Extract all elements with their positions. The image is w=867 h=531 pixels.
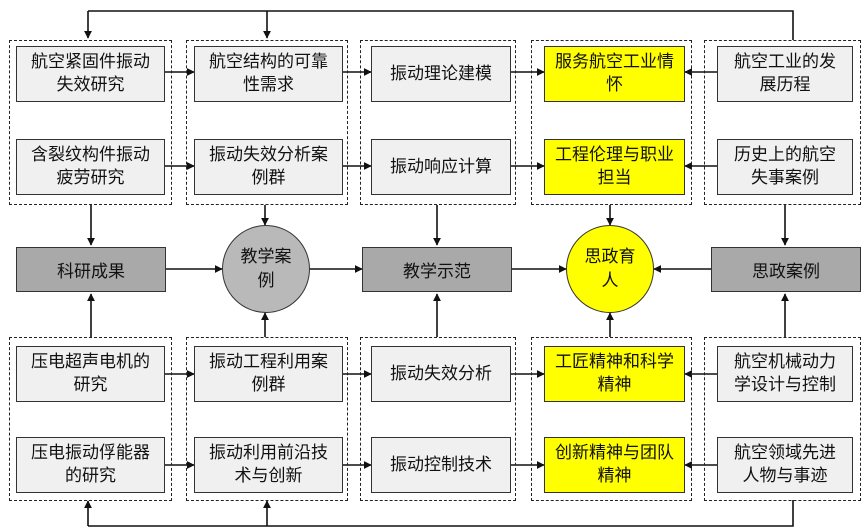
- box-vibration-control: 振动控制技术: [371, 437, 511, 493]
- group-ideology-case-top: [704, 40, 861, 205]
- group-demo-bottom: [360, 337, 516, 501]
- top-feedback-line: [88, 10, 794, 40]
- box-dynamics-design: 航空机械动力学设计与控制: [717, 346, 853, 402]
- box-vibration-modeling: 振动理论建模: [371, 46, 511, 102]
- group-demo-top: [360, 40, 516, 205]
- group-ideology-case-bottom: [704, 337, 861, 501]
- group-ideology-bottom: [531, 337, 692, 501]
- box-utilization-cases: 振动工程利用案例群: [194, 346, 343, 402]
- box-frontier-tech: 振动利用前沿技术与创新: [194, 437, 343, 493]
- box-ultrasonic-motor: 压电超声电机的研究: [16, 346, 165, 402]
- group-ideology-top: [531, 40, 692, 205]
- box-energy-harvester: 压电振动俘能器的研究: [16, 437, 165, 493]
- hub-ideological-cases: 思政案例: [711, 247, 861, 292]
- box-aviation-service: 服务航空工业情怀: [544, 46, 685, 102]
- hub-teaching-demo: 教学示范: [362, 247, 512, 292]
- box-failure-analysis: 振动失效分析: [371, 346, 511, 402]
- group-research-top: [9, 40, 172, 205]
- box-accident-cases: 历史上的航空失事案例: [717, 139, 853, 195]
- box-craftsman-spirit: 工匠精神和科学精神: [544, 346, 685, 402]
- box-innovation-teamwork: 创新精神与团队精神: [544, 437, 685, 493]
- box-failure-cases: 振动失效分析案例群: [194, 139, 343, 195]
- hub-teaching-cases: 教学案例: [222, 225, 310, 313]
- box-aviation-history: 航空工业的发展历程: [717, 46, 853, 102]
- box-reliability-need: 航空结构的可靠性需求: [194, 46, 343, 102]
- box-crack-fatigue: 含裂纹构件振动疲劳研究: [16, 139, 165, 195]
- box-response-calc: 振动响应计算: [371, 139, 511, 195]
- hub-research-results: 科研成果: [16, 247, 166, 292]
- box-fastener-vibration: 航空紧固件振动失效研究: [16, 46, 165, 102]
- hub-ideological-education: 思政育人: [566, 225, 654, 313]
- bottom-feedback-line: [88, 500, 794, 527]
- group-case-top: [186, 40, 348, 205]
- box-engineering-ethics: 工程伦理与职业担当: [544, 139, 685, 195]
- box-advanced-figures: 航空领域先进人物与事迹: [717, 437, 853, 493]
